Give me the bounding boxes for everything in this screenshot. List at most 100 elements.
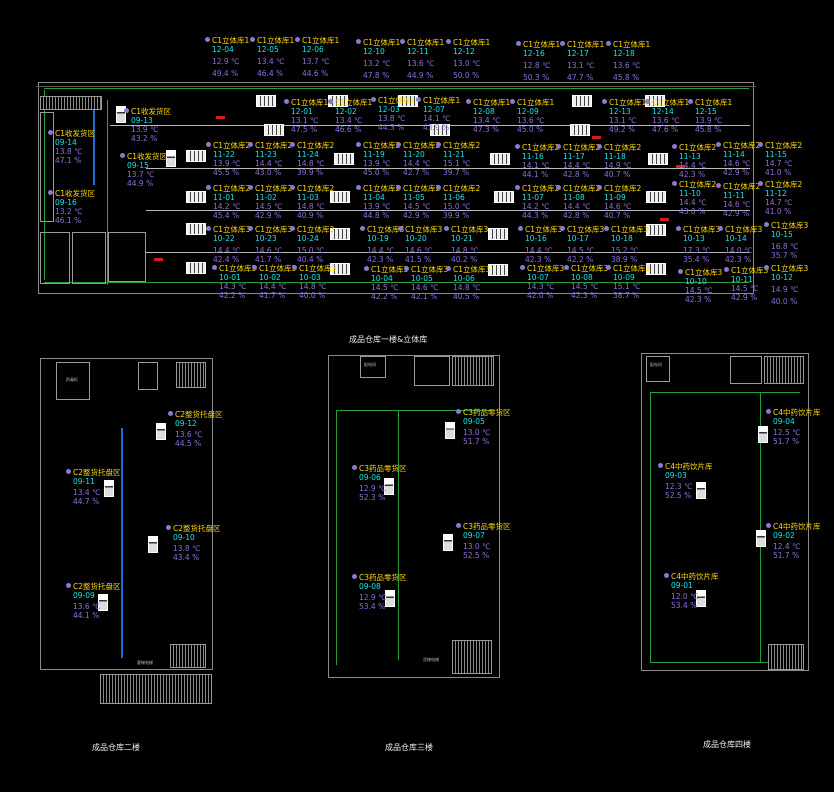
sensor-10-05[interactable]: C1立体库3 10-05 14.6 ℃ 42.1 %: [404, 265, 448, 301]
sensor-10-18[interactable]: C1立体库3 10-18 15.2 ℃ 38.9 %: [604, 225, 648, 264]
sensor-11-10[interactable]: C1立体库2 11-10 14.4 ℃ 43.0 %: [672, 180, 716, 216]
floor1-pipe-top: [44, 88, 749, 89]
sensor-code: 10-14: [725, 234, 747, 243]
sensor-11-23[interactable]: C1立体库2 11-23 14.4 ℃ 43.0 %: [248, 141, 292, 177]
sensor-11-20[interactable]: C1立体库2 11-20 14.4 ℃ 42.7 %: [396, 141, 440, 177]
sensor-code: 11-03: [297, 193, 319, 202]
sensor-09-01[interactable]: C4中药饮片库 09-01 12.0 ℃ 53.4 %: [664, 572, 719, 610]
sensor-12-17[interactable]: C1立体库1 12-17 13.1 ℃ 47.7 %: [560, 40, 604, 82]
sensor-11-17[interactable]: C1立体库2 11-17 14.4 ℃ 42.8 %: [556, 143, 600, 179]
sensor-09-14[interactable]: C1收发货区 09-14 13.8 ℃ 47.1 %: [48, 129, 95, 165]
sensor-11-05[interactable]: C1立体库2 11-05 14.5 ℃ 42.9 %: [396, 184, 440, 220]
sensor-11-11[interactable]: C1立体库2 11-11 14.6 ℃ 42.9 %: [716, 182, 760, 218]
status-dot-icon: [206, 142, 211, 147]
sensor-11-12[interactable]: C1立体库2 11-12 14.7 ℃ 41.0 %: [758, 180, 802, 216]
status-dot-icon: [66, 583, 71, 588]
sensor-11-21[interactable]: C1立体库2 11-21 15.1 ℃ 39.7 %: [436, 141, 480, 177]
sensor-10-08[interactable]: C1立体库3 10-08 14.5 ℃ 42.3 %: [564, 264, 608, 300]
sensor-10-21[interactable]: C1立体库3 10-21 14.8 ℃ 40.2 %: [444, 225, 488, 264]
sensor-11-01[interactable]: C1立体库2 11-01 14.2 ℃ 45.4 %: [206, 184, 250, 220]
sensor-09-02[interactable]: C4中药饮片库 09-02 12.4 ℃ 51.7 %: [766, 522, 821, 560]
sensor-09-10[interactable]: C2整货托盘区 09-10 13.8 ℃ 43.4 %: [166, 524, 221, 562]
sensor-10-06[interactable]: C1立体库3 10-06 14.8 ℃ 40.5 %: [446, 265, 490, 301]
sensor-12-15[interactable]: C1立体库1 12-15 13.9 ℃ 45.8 %: [688, 98, 732, 134]
sensor-11-18[interactable]: C1立体库2 11-18 14.9 ℃ 40.7 %: [597, 143, 641, 179]
sensor-09-03[interactable]: C4中药饮片库 09-03 12.3 ℃ 52.5 %: [658, 462, 713, 500]
sensor-10-11[interactable]: C1立体库3 10-11 14.5 ℃ 42.9 %: [724, 266, 768, 302]
sensor-12-02[interactable]: C1立体库1 12-02 13.4 ℃ 46.6 %: [328, 98, 372, 134]
sensor-09-11[interactable]: C2整货托盘区 09-11 13.4 ℃ 44.7 %: [66, 468, 121, 506]
sensor-name: C1立体库2: [604, 184, 642, 193]
sensor-12-18[interactable]: C1立体库1 12-18 13.6 ℃ 45.8 %: [606, 40, 650, 82]
sensor-12-03[interactable]: C1立体库1 12-03 13.8 ℃ 44.3 %: [371, 96, 415, 132]
sensor-12-05[interactable]: C1立体库1 12-05 13.4 ℃ 46.4 %: [250, 36, 294, 78]
sensor-09-09[interactable]: C2整货托盘区 09-09 13.6 ℃ 44.1 %: [66, 582, 121, 620]
sensor-12-10[interactable]: C1立体库1 12-10 13.2 ℃ 47.8 %: [356, 38, 400, 80]
sensor-12-04[interactable]: C1立体库1 12-04 12.9 ℃ 49.4 %: [205, 36, 249, 78]
sensor-10-01[interactable]: C1立体库3 10-01 14.3 ℃ 42.2 %: [212, 264, 256, 300]
sensor-11-16[interactable]: C1立体库2 11-16 14.1 ℃ 44.1 %: [515, 143, 559, 179]
sensor-11-13[interactable]: C1立体库2 11-13 14.4 ℃ 42.3 %: [672, 143, 716, 179]
sensor-10-04[interactable]: C1立体库3 10-04 14.5 ℃ 42.2 %: [364, 265, 408, 301]
sensor-11-15[interactable]: C1立体库2 11-15 14.7 ℃ 41.0 %: [758, 141, 802, 177]
sensor-11-19[interactable]: C1立体库2 11-19 13.9 ℃ 45.0 %: [356, 141, 400, 177]
sensor-10-14[interactable]: C1立体库3 10-14 14.0 ℃ 42.3 %: [718, 225, 762, 264]
sensor-11-09[interactable]: C1立体库2 11-09 14.6 ℃ 40.7 %: [597, 184, 641, 220]
sensor-10-19[interactable]: C1立体库3 10-19 14.4 ℃ 42.3 %: [360, 225, 404, 264]
sensor-12-13[interactable]: C1立体库1 12-13 13.1 ℃ 49.2 %: [602, 98, 646, 134]
sensor-09-13[interactable]: C1收发货区 09-13 13.9 ℃ 43.2 %: [124, 107, 171, 143]
sensor-12-01[interactable]: C1立体库1 12-01 13.1 ℃ 47.5 %: [284, 98, 328, 134]
sensor-12-06[interactable]: C1立体库1 12-06 13.7 ℃ 44.6 %: [295, 36, 339, 78]
sensor-10-22[interactable]: C1立体库3 10-22 14.4 ℃ 42.4 %: [206, 225, 250, 264]
sensor-12-09[interactable]: C1立体库1 12-09 13.6 ℃ 45.0 %: [510, 98, 554, 134]
sensor-10-23[interactable]: C1立体库3 10-23 14.6 ℃ 41.7 %: [248, 225, 292, 264]
sensor-12-16[interactable]: C1立体库1 12-16 12.8 ℃ 50.3 %: [516, 40, 560, 82]
sensor-10-03[interactable]: C1立体库3 10-03 14.8 ℃ 40.0 %: [292, 264, 336, 300]
sensor-09-16[interactable]: C1收发货区 09-16 13.2 ℃ 46.1 %: [48, 189, 95, 225]
sensor-11-24[interactable]: C1立体库2 11-24 14.8 ℃ 39.9 %: [290, 141, 334, 177]
sensor-10-13[interactable]: C1立体库3 10-13 17.3 ℃ 35.4 %: [676, 225, 720, 264]
sensor-10-17[interactable]: C1立体库3 10-17 14.5 ℃ 42.2 %: [560, 225, 604, 264]
sensor-12-12[interactable]: C1立体库1 12-12 13.0 ℃ 50.0 %: [446, 38, 490, 80]
sensor-10-20[interactable]: C1立体库3 10-20 14.6 ℃ 41.5 %: [398, 225, 442, 264]
sensor-09-12[interactable]: C2整货托盘区 09-12 13.6 ℃ 44.5 %: [168, 410, 223, 448]
sensor-code: 10-23: [255, 234, 277, 243]
sensor-11-22[interactable]: C1立体库2 11-22 13.9 ℃ 45.5 %: [206, 141, 250, 177]
sensor-device-icon: [443, 534, 453, 551]
sensor-10-16[interactable]: C1立体库3 10-16 14.4 ℃ 42.3 %: [518, 225, 562, 264]
sensor-11-03[interactable]: C1立体库2 11-03 14.8 ℃ 40.9 %: [290, 184, 334, 220]
sensor-12-11[interactable]: C1立体库1 12-11 13.6 ℃ 44.9 %: [400, 38, 444, 80]
sensor-12-08[interactable]: C1立体库1 12-08 13.4 ℃ 47.3 %: [466, 98, 510, 134]
sensor-humidity: 44.9 %: [127, 179, 154, 188]
sensor-09-06[interactable]: C3药品零货区 09-06 12.9 ℃ 52.3 %: [352, 464, 407, 502]
sensor-09-08[interactable]: C3药品零货区 09-08 12.9 ℃ 53.4 %: [352, 573, 407, 611]
sensor-code: 09-03: [665, 471, 687, 480]
sensor-11-14[interactable]: C1立体库2 11-14 14.6 ℃ 42.9 %: [716, 141, 760, 177]
sensor-code: 11-12: [765, 189, 787, 198]
sensor-code: 09-09: [73, 591, 95, 600]
sensor-10-24[interactable]: C1立体库3 10-24 15.0 ℃ 40.4 %: [290, 225, 334, 264]
sensor-10-09[interactable]: C1立体库3 10-09 15.1 ℃ 38.7 %: [606, 264, 650, 300]
sensor-device-icon: [384, 478, 394, 495]
sensor-11-02[interactable]: C1立体库2 11-02 14.5 ℃ 42.9 %: [248, 184, 292, 220]
sensor-11-04[interactable]: C1立体库2 11-04 13.9 ℃ 44.8 %: [356, 184, 400, 220]
sensor-10-15[interactable]: C1立体库3 10-15 16.8 ℃ 35.7 %: [764, 221, 808, 260]
sensor-11-06[interactable]: C1立体库2 11-06 15.0 ℃ 39.9 %: [436, 184, 480, 220]
sensor-humidity: 51.7 %: [463, 437, 490, 446]
sensor-12-14[interactable]: C1立体库1 12-14 13.6 ℃ 47.6 %: [645, 98, 689, 134]
sensor-10-12[interactable]: C1立体库3 10-12 14.9 ℃ 40.0 %: [764, 264, 808, 306]
sensor-09-07[interactable]: C3药品零货区 09-07 13.0 ℃ 52.5 %: [456, 522, 511, 560]
sensor-12-07[interactable]: C1立体库1 12-07 14.1 ℃ 43.9 %: [416, 96, 460, 132]
status-dot-icon: [658, 463, 663, 468]
sensor-code: 12-12: [453, 47, 475, 56]
sensor-11-08[interactable]: C1立体库2 11-08 14.4 ℃ 42.8 %: [556, 184, 600, 220]
sensor-09-04[interactable]: C4中药饮片库 09-04 12.5 ℃ 51.7 %: [766, 408, 821, 446]
sensor-09-15[interactable]: C1收发货区 09-15 13.7 ℃ 44.9 %: [120, 152, 167, 188]
sensor-10-07[interactable]: C1立体库3 10-07 14.3 ℃ 42.0 %: [520, 264, 564, 300]
sensor-09-05[interactable]: C3药品零货区 09-05 13.0 ℃ 51.7 %: [456, 408, 511, 446]
sensor-10-02[interactable]: C1立体库3 10-02 14.4 ℃ 41.7 %: [252, 264, 296, 300]
sensor-temp: 14.5 ℃: [571, 282, 599, 291]
sensor-11-07[interactable]: C1立体库2 11-07 14.2 ℃ 44.3 %: [515, 184, 559, 220]
sensor-10-10[interactable]: C1立体库3 10-10 14.5 ℃ 42.3 %: [678, 268, 722, 304]
sensor-code: 11-24: [297, 150, 319, 159]
